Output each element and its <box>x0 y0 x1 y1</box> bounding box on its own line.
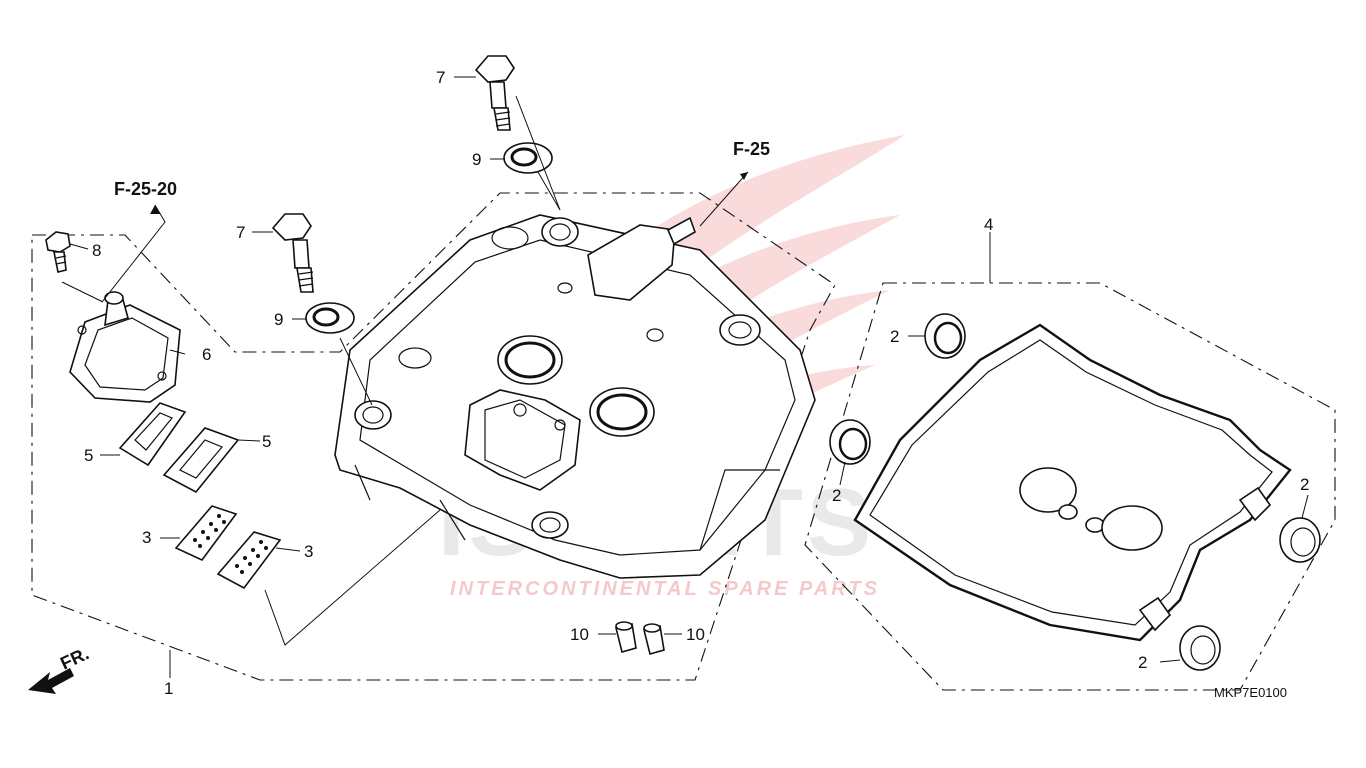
watermark-tagline: INTERCONTINENTAL SPARE PARTS <box>450 578 880 600</box>
callout-9-lower: 9 <box>274 310 283 329</box>
callout-2-right: 2 <box>1300 475 1309 494</box>
callout-5-left: 5 <box>84 446 93 465</box>
gasket-5-right <box>162 427 240 494</box>
callout-1: 1 <box>164 679 173 698</box>
f25-arrowhead <box>740 172 748 180</box>
callout-2-upper: 2 <box>890 327 899 346</box>
flange-bolt-7-upper <box>474 55 515 131</box>
separator-plate-3-right <box>216 531 282 590</box>
breather-cap-6 <box>69 291 181 403</box>
callout-9-upper: 9 <box>472 150 481 169</box>
callout-4: 4 <box>984 215 993 234</box>
separator-plate-3-left <box>174 505 238 561</box>
front-label: FR. <box>57 643 92 673</box>
f2520-arrowhead <box>150 205 160 214</box>
dowel-pin-10-left <box>615 621 637 653</box>
head-cover-gasket-4 <box>853 323 1292 642</box>
grommet-2-upper <box>924 313 966 359</box>
callout-10-right: 10 <box>686 625 705 644</box>
grommet-2-right <box>1279 517 1321 563</box>
assembly-boundary-4 <box>804 282 1336 691</box>
callout-10-left: 10 <box>570 625 589 644</box>
reference-f2520: F-25-20 <box>114 179 177 199</box>
callout-7-upper: 7 <box>436 68 445 87</box>
front-direction-arrow: FR. <box>28 643 92 694</box>
grommet-2-lower <box>1179 625 1221 671</box>
cylinder-head-cover <box>334 214 816 579</box>
callout-5-right: 5 <box>262 432 271 451</box>
diagram-code: MKP7E0100 <box>1214 685 1287 700</box>
callout-7-lower: 7 <box>236 223 245 242</box>
reference-f25: F-25 <box>733 139 770 159</box>
assembly-outlines <box>31 192 1336 691</box>
callout-6: 6 <box>202 345 211 364</box>
leader-lines <box>61 76 1309 678</box>
callout-2-left: 2 <box>832 486 841 505</box>
seal-washer-9-lower <box>305 302 355 334</box>
callout-3-left: 3 <box>142 528 151 547</box>
grommet-2-left <box>829 419 871 465</box>
dowel-pin-10-right <box>643 623 665 655</box>
flange-bolt-7-lower <box>271 213 314 293</box>
gasket-5-left <box>118 402 187 467</box>
callout-2-lower: 2 <box>1138 653 1147 672</box>
bolt-8 <box>45 231 71 273</box>
callout-8: 8 <box>92 241 101 260</box>
seal-washer-9-upper <box>503 142 553 174</box>
callout-3-right: 3 <box>304 542 313 561</box>
